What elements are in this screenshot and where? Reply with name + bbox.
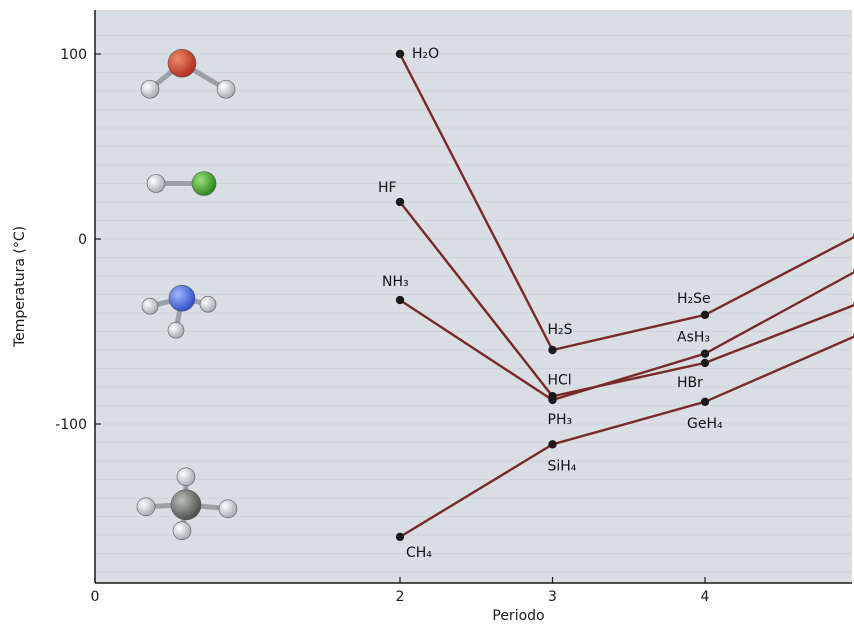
hydrogen-fluoride-molecule-icon (146, 171, 217, 196)
data-point (548, 345, 557, 355)
y-tick-label: 100 (60, 47, 87, 63)
data-label: SiH₄ (548, 458, 577, 474)
data-label: NH₃ (382, 274, 409, 290)
data-label: PH₃ (548, 412, 573, 428)
y-tick-label: -100 (55, 417, 87, 433)
series (398, 53, 854, 538)
y-tick-label: 0 (78, 232, 87, 248)
series-line-3 (399, 270, 854, 402)
x-tick-label: 2 (396, 589, 405, 605)
y-axis-title: Temperatura (°C) (12, 226, 28, 348)
data-point (548, 395, 557, 405)
data-point (700, 397, 710, 406)
axes (94, 10, 852, 584)
x-tick-label: 3 (548, 589, 557, 605)
data-labels: H₂OH₂SH₂SeH₂TeHFHClHBrHINH₃PH₃AsH₃SbH₃CH… (378, 46, 723, 561)
data-label: HF (378, 180, 397, 196)
data-label: AsH₃ (677, 330, 710, 346)
x-tick-label: 4 (701, 589, 710, 605)
ammonia-molecule-icon (141, 284, 217, 339)
molecule-icons (136, 48, 238, 541)
data-point (395, 49, 405, 59)
data-label: GeH₄ (687, 416, 723, 432)
data-point (395, 295, 405, 305)
data-label: CH₄ (406, 545, 432, 561)
data-point (395, 197, 405, 207)
data-label: HCl (548, 372, 572, 388)
data-label: HBr (677, 375, 703, 391)
water-molecule-icon (140, 48, 236, 99)
tick-labels: 023451000-100 (55, 47, 854, 605)
data-point (395, 532, 405, 542)
data-point (700, 310, 710, 320)
series-line-4 (399, 335, 854, 538)
data-label: H₂Se (677, 291, 711, 307)
data-label: H₂S (548, 322, 573, 338)
methane-molecule-icon (136, 467, 238, 541)
data-label: H₂O (412, 46, 439, 62)
data-point (700, 358, 710, 368)
x-tick-label: 0 (91, 589, 100, 605)
data-point (700, 349, 710, 358)
data-point (548, 440, 557, 449)
series-line-1 (398, 53, 854, 352)
grid (95, 35, 852, 573)
x-axis-title: Periodo (492, 608, 544, 624)
series-line-2 (399, 201, 854, 398)
